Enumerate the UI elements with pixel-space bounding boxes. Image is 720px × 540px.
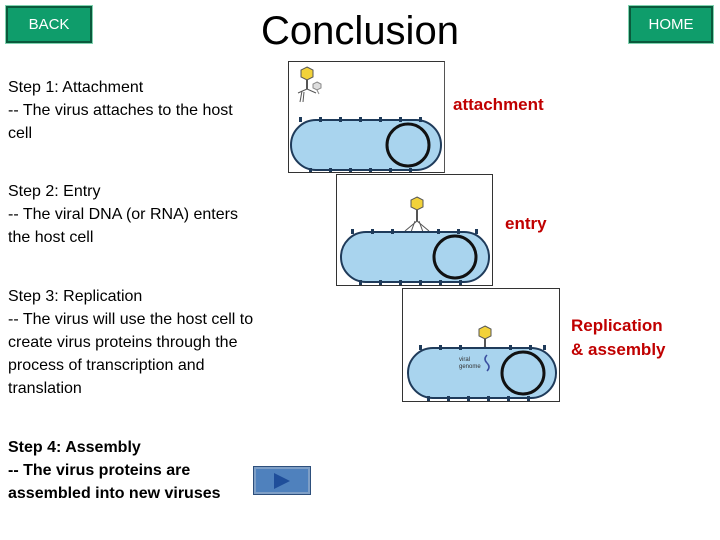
replication-diagram: viral genome <box>402 288 560 402</box>
step-line: cell <box>8 125 33 142</box>
replication-label-line1: Replication <box>571 316 663 335</box>
home-button[interactable]: HOME <box>628 5 714 44</box>
genome-label-line2: genome <box>459 364 481 370</box>
step-line: -- The virus proteins are <box>8 462 191 479</box>
attachment-diagram <box>288 61 445 173</box>
attachment-label: attachment <box>453 95 544 114</box>
step-heading: Step 3: Replication <box>8 288 143 305</box>
step-line: translation <box>8 380 82 397</box>
step-line: -- The virus will use the host cell to <box>8 311 254 328</box>
step-heading: Step 1: Attachment <box>8 79 144 96</box>
host-cell-icon <box>290 117 442 172</box>
back-button[interactable]: BACK <box>5 5 93 44</box>
play-triangle-icon <box>274 472 290 489</box>
step-line: assembled into new viruses <box>8 485 221 502</box>
replication-label-line2: & assembly <box>571 340 666 359</box>
step-line: the host cell <box>8 229 94 246</box>
replication-illustration: viral genome <box>407 325 557 401</box>
entry-label: entry <box>505 214 547 233</box>
step-line: process of transcription and <box>8 357 205 374</box>
genome-label-line1: viral <box>459 357 470 363</box>
bacteriophage-icon <box>297 66 317 103</box>
entry-illustration <box>340 196 490 285</box>
entry-diagram <box>336 174 493 286</box>
step-heading: Step 2: Entry <box>8 183 101 200</box>
step-line: create virus proteins through the <box>8 334 238 351</box>
viral-genome-icon <box>484 354 490 372</box>
step-2-text: Step 2: Entry -- The viral DNA (or RNA) … <box>8 180 278 249</box>
bacteriophage-icon <box>404 196 430 233</box>
step-heading: Step 4: Assembly <box>8 439 141 456</box>
step-4-text: Step 4: Assembly -- The virus proteins a… <box>8 436 253 505</box>
attachment-illustration <box>290 66 442 172</box>
step-line: -- The viral DNA (or RNA) enters <box>8 206 238 223</box>
replication-label: Replication & assembly <box>571 314 666 362</box>
step-line: -- The virus attaches to the host <box>8 102 233 119</box>
page-title: Conclusion <box>261 9 459 53</box>
next-button[interactable] <box>253 466 311 495</box>
step-1-text: Step 1: Attachment -- The virus attaches… <box>8 76 278 145</box>
step-3-text: Step 3: Replication -- The virus will us… <box>8 285 283 400</box>
host-cell-icon <box>407 345 557 401</box>
free-virus-icon <box>312 81 322 95</box>
host-cell-icon <box>340 229 490 285</box>
